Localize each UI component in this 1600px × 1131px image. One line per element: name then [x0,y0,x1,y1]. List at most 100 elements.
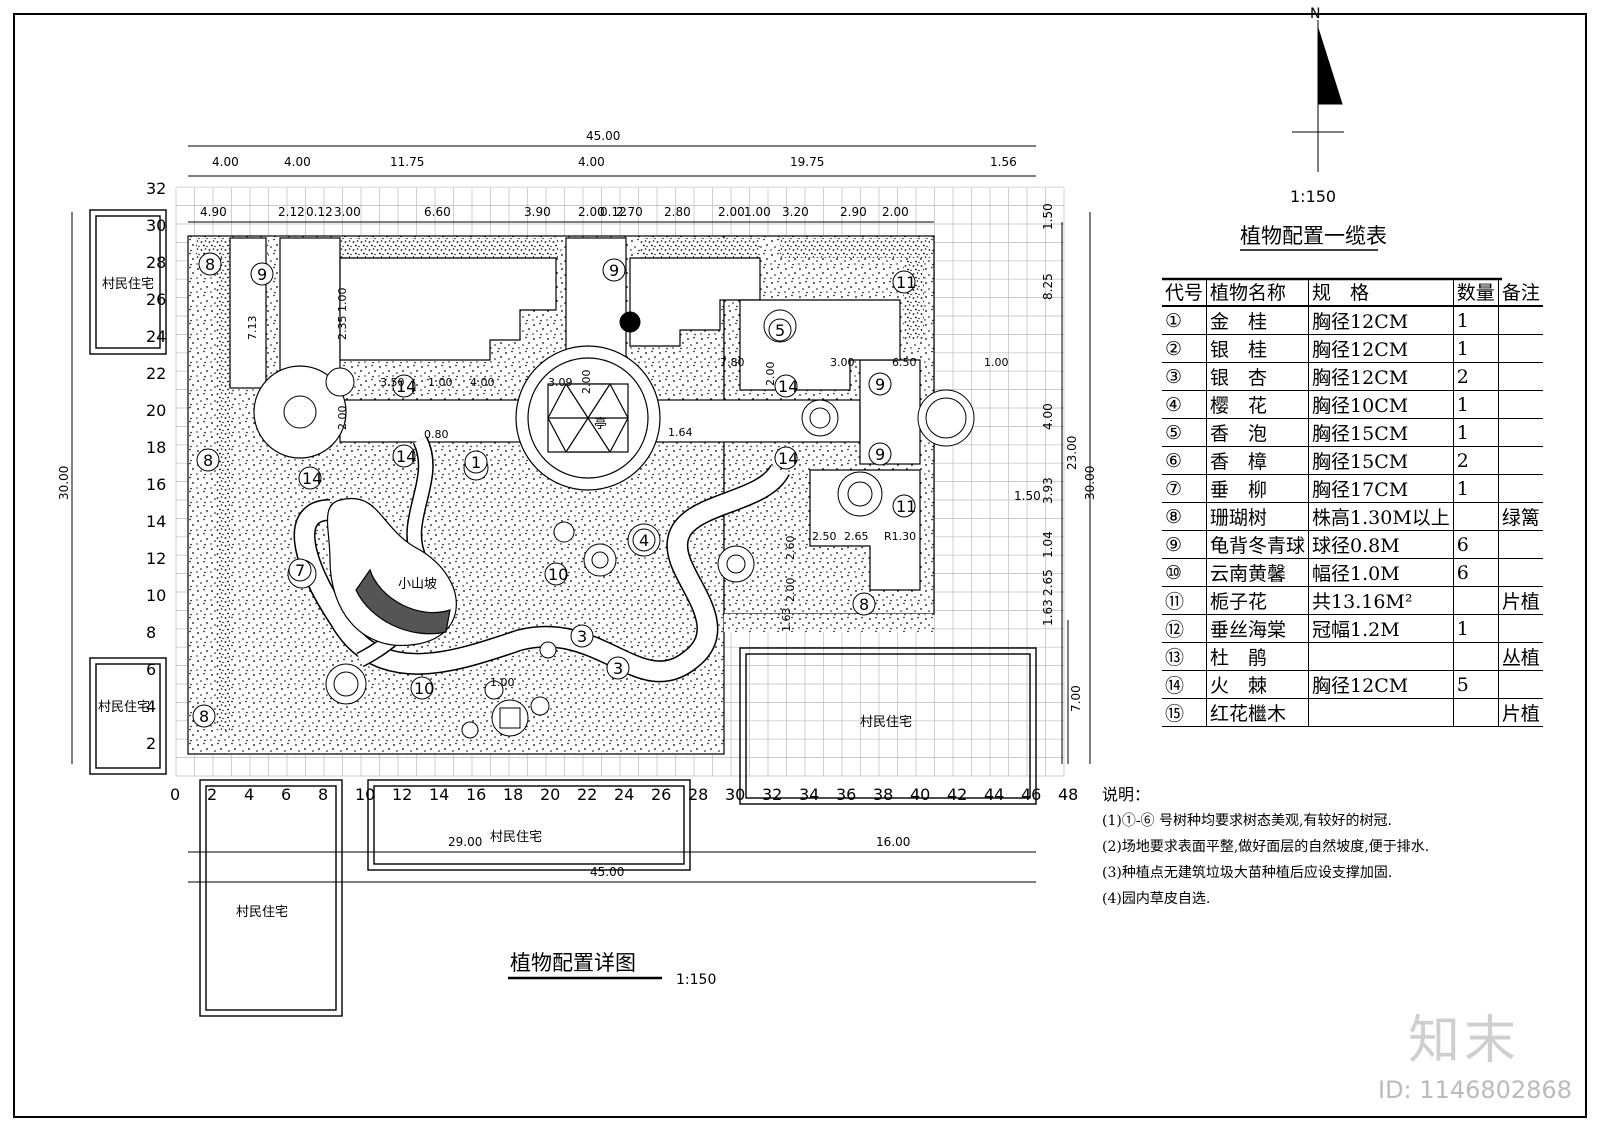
legend-spec: 胸径12CM [1308,670,1454,699]
dim-sub: 2.00 [578,205,605,219]
dim-right: 7.00 [1069,685,1083,712]
legend-spec: 胸径17CM [1308,474,1454,503]
grid-x-label: 18 [503,785,523,804]
pavilion [547,383,629,453]
dimension-lines [71,145,1091,883]
dim-right: 3.93 [1041,477,1055,504]
dim-inner: 1.63 [780,608,793,633]
tree-code-circle [774,374,798,398]
grid-y-label: 20 [146,401,166,420]
legend-code: ⑧ [1162,502,1207,531]
grid-y-label: 22 [146,364,166,383]
tree-code-circle [544,562,568,586]
legend-plant-name: 垂 柳 [1206,474,1309,503]
dim-inner: 1.64 [668,426,693,439]
dim-sub: 2.70 [616,205,643,219]
dim-sub: 2.00 [718,205,745,219]
dim-sub: 3.00 [334,205,361,219]
dim-top: 4.00 [212,155,239,169]
tree-code-circle [288,558,312,582]
grid-y-label: 26 [146,290,166,309]
watermark-logo: 知末 [1408,1011,1521,1071]
tree-code: 14 [778,377,798,396]
hill-label: 小山坡 [398,577,437,592]
legend-code: ⑪ [1162,586,1207,615]
dim-top: 1.56 [990,155,1017,169]
legend-plant-name: 银 桂 [1206,334,1309,363]
watermark-id: ID: 1146802868 [1378,1076,1572,1104]
grid-y-label: 2 [146,734,156,753]
tree-code: 9 [875,375,885,394]
grid-y-label: 24 [146,327,166,346]
tree-code-circle [570,624,594,648]
dim-sub: 3.90 [524,205,551,219]
legend-spec: 胸径12CM [1308,362,1454,391]
dim-inner: 7.13 [246,316,259,341]
legend-qty: 5 [1452,670,1499,699]
grid-y-label: 8 [146,623,156,642]
dim-top: 19.75 [790,155,824,169]
tree-code-circle [774,446,798,470]
tree-code-circle [298,466,322,490]
tree-code-circle [392,374,416,398]
grid-y-label: 10 [146,586,166,605]
legend-spec: 胸径15CM [1308,446,1454,475]
dim-sub: 0.12 [306,205,333,219]
legend-note: 片植 [1497,698,1543,727]
grid-y-label: 30 [146,216,166,235]
legend-note: 片植 [1497,586,1543,615]
dim-inner: 2.00 [580,370,593,395]
dim-right: 8.25 [1041,273,1055,300]
legend-plant-name: 红花檵木 [1206,698,1309,727]
dim-right: 2.65 [1041,569,1055,596]
dim-top: 11.75 [390,155,424,169]
dim-inner: 1.00 [984,356,1009,369]
legend-spec: 胸径10CM [1308,390,1454,419]
legend-spec: 幅径1.0M [1308,558,1454,587]
legend-code: ⑥ [1162,446,1207,475]
legend-qty: 1 [1452,474,1499,503]
grid-x-label: 36 [836,785,856,804]
legend-header-row: 代号 植物名称 规 格 数量 备注 [1162,278,1543,307]
tree-code-circle [852,592,876,616]
legend-plant-name: 龟背冬青球 [1206,530,1309,559]
tree-code: 8 [203,451,213,470]
legend-plant-name: 樱 花 [1206,390,1309,419]
legend-note [1497,530,1543,559]
dim-sub: 2.90 [840,205,867,219]
grid-y-label: 16 [146,475,166,494]
dim-inner: 1.00 [490,676,515,689]
grid-x-label: 34 [799,785,819,804]
dim-top: 4.00 [284,155,311,169]
tree-code: 8 [199,707,209,726]
tree-code: 11 [896,497,916,516]
legend-plant-name: 香 泡 [1206,418,1309,447]
grid-x-label: 12 [392,785,412,804]
legend-note [1497,390,1543,419]
dim-inner: 2.35 [336,316,349,341]
house-label-1: 村民住宅 [102,277,154,292]
dim-inner: 2.00 [764,362,777,387]
tree-code-circle [632,528,656,552]
plan-title: 植物配置详图 [510,951,636,975]
legend-qty: 6 [1452,558,1499,587]
dim-bottom: 45.00 [590,865,624,879]
legend-spec: 冠幅1.2M [1308,614,1454,643]
legend-spec: 共13.16M² [1308,586,1454,615]
grid-x-label: 0 [170,785,180,804]
legend-spec: 株高1.30M以上 [1308,502,1454,531]
grid-x-label: 10 [355,785,375,804]
legend-spec: 球径0.8M [1308,530,1454,559]
legend-code: ③ [1162,362,1207,391]
tree-code: 9 [257,265,267,284]
legend-qty [1452,642,1499,671]
dim-sub: 0.12 [600,205,627,219]
tree-code: 3 [577,627,587,646]
